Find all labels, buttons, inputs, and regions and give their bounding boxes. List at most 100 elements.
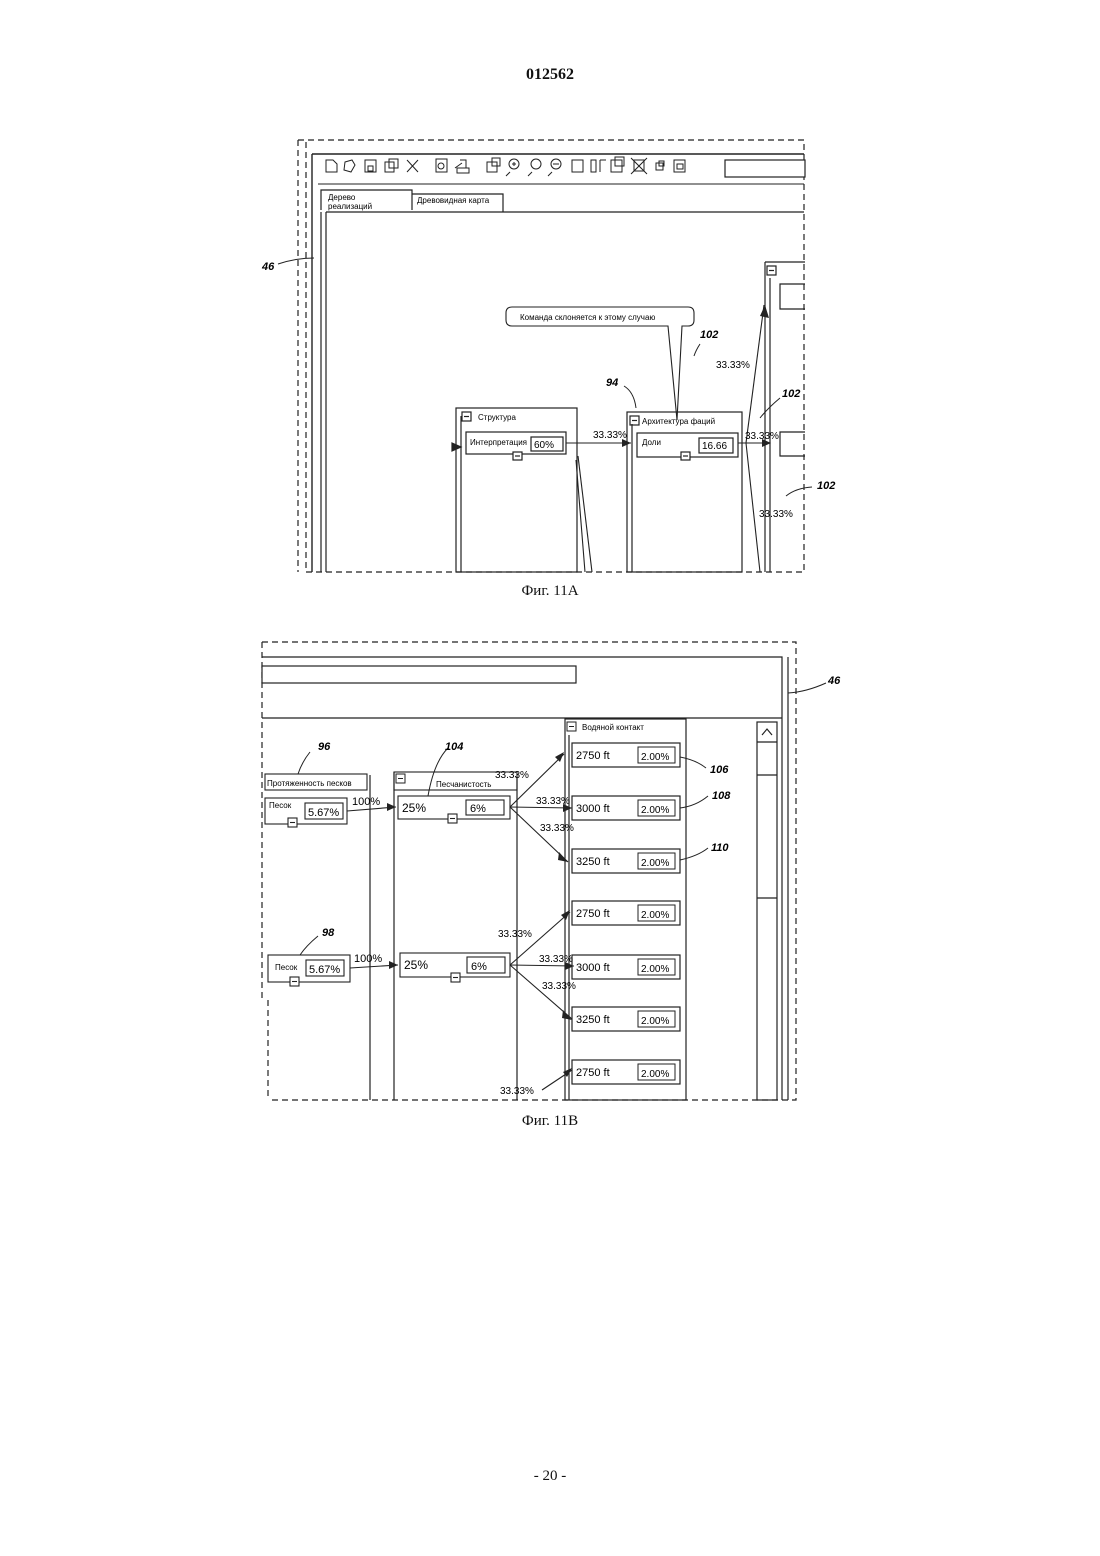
sandiness-pct[interactable]: 6% xyxy=(471,961,487,973)
figure-11b: Протяженность песков Песчанистость Водян… xyxy=(0,620,1100,1140)
fig-b-address-input xyxy=(262,666,576,683)
ref-numeral: 108 xyxy=(712,790,731,802)
sand-node-label: Песок xyxy=(269,801,292,810)
zoom-fit-icon xyxy=(528,159,541,176)
tab-tree-map[interactable]: Древовидная карта xyxy=(417,196,490,205)
ref-numeral: 106 xyxy=(710,764,729,776)
edge-label: 33.33% xyxy=(593,430,627,441)
print-preview-icon xyxy=(436,159,447,172)
ref-numeral: 104 xyxy=(445,741,463,753)
window-icon xyxy=(611,157,624,172)
edge-label: 33.33% xyxy=(716,360,750,371)
copy-icon xyxy=(656,161,664,170)
sand-extent-title: Протяженность песков xyxy=(267,779,352,788)
ref-numeral: 102 xyxy=(817,480,835,492)
save-all-icon xyxy=(385,159,398,172)
ref-numeral: 98 xyxy=(322,927,335,939)
contact-depth: 2750 ft xyxy=(576,750,610,762)
structure-node-title: Структура xyxy=(478,413,517,422)
structure-field-value[interactable]: 60% xyxy=(534,440,554,451)
fig-a-search-input xyxy=(725,160,805,177)
fig-b-scrollbar xyxy=(757,722,777,1100)
fig-a-toolbar xyxy=(326,157,685,176)
facies-node xyxy=(627,412,742,572)
split-view-icon xyxy=(591,160,606,172)
contact-node: 3250 ft 2.00% xyxy=(572,849,680,873)
facies-field-value[interactable]: 16.66 xyxy=(702,441,727,452)
contact-node: 3000 ft 2.00% xyxy=(572,955,680,979)
new-document-icon xyxy=(326,160,337,172)
contact-depth: 3000 ft xyxy=(576,962,610,974)
fig-b-dashed-boundary xyxy=(262,642,796,1100)
save-icon xyxy=(365,160,376,172)
callout-text: Команда склоняется к этому случаю xyxy=(520,313,655,322)
ref-numeral: 102 xyxy=(782,388,800,400)
water-contact-title: Водяной контакт xyxy=(582,723,644,732)
structure-field-label: Интерпретация xyxy=(470,438,527,447)
print-icon xyxy=(455,160,469,173)
edge-label: 33.33% xyxy=(500,1086,534,1097)
paste-icon xyxy=(674,160,685,172)
contact-node: 3000 ft 2.00% xyxy=(572,796,680,820)
contact-value[interactable]: 2.00% xyxy=(641,964,669,975)
facies-node-title: Архитектура фаций xyxy=(642,417,715,426)
zoom-in-icon xyxy=(506,159,519,176)
contact-node: 2750 ft 2.00% xyxy=(572,1060,680,1084)
expand-icon xyxy=(631,158,647,174)
sand-node-label: Песок xyxy=(275,963,298,972)
fig-b-window-frame xyxy=(262,657,788,1100)
contact-node: 2750 ft 2.00% xyxy=(572,901,680,925)
open-folder-icon xyxy=(344,160,355,172)
contact-node: 3250 ft 2.00% xyxy=(572,1007,680,1031)
contact-depth: 3000 ft xyxy=(576,803,610,815)
page-number: - 20 - xyxy=(0,1468,1100,1485)
ref-numeral: 46 xyxy=(827,675,841,687)
fig-a-right-column xyxy=(765,262,805,572)
contact-depth: 2750 ft xyxy=(576,1067,610,1079)
contact-value[interactable]: 2.00% xyxy=(641,858,669,869)
frame-icon xyxy=(572,160,583,172)
page-setup-icon xyxy=(487,158,500,172)
edge-label: 33.33% xyxy=(539,954,573,965)
sandiness-value: 25% xyxy=(404,958,428,972)
contact-node: 2750 ft 2.00% xyxy=(572,743,680,767)
figure-11a: Дерево реализаций Древовидная карта Кома… xyxy=(0,0,1100,610)
edge-label: 33.33% xyxy=(745,431,779,442)
edge-label: 33.33% xyxy=(542,981,576,992)
figure-11a-caption: Фиг. 11А xyxy=(0,583,1100,600)
edge-label: 100% xyxy=(354,953,382,965)
contact-depth: 3250 ft xyxy=(576,1014,610,1026)
zoom-out-icon xyxy=(548,159,561,176)
edge-label: 33.33% xyxy=(759,509,793,520)
callout-bubble xyxy=(506,307,694,420)
facies-field-label: Доли xyxy=(642,438,661,447)
tab-realization-tree-line2[interactable]: реализаций xyxy=(328,202,372,211)
sandiness-title: Песчанистость xyxy=(436,780,491,789)
edge-label: 33.33% xyxy=(540,823,574,834)
structure-node xyxy=(452,408,577,572)
fig-a-tabs xyxy=(321,190,804,572)
contact-value[interactable]: 2.00% xyxy=(641,752,669,763)
edge-label: 33.33% xyxy=(498,929,532,940)
contact-value[interactable]: 2.00% xyxy=(641,1069,669,1080)
edge-label: 33.33% xyxy=(495,770,529,781)
sandiness-value: 25% xyxy=(402,801,426,815)
contact-value[interactable]: 2.00% xyxy=(641,1016,669,1027)
tab-realization-tree-line1[interactable]: Дерево xyxy=(328,193,356,202)
contact-value[interactable]: 2.00% xyxy=(641,910,669,921)
ref-numeral: 110 xyxy=(711,842,729,854)
fig-a-dashed-boundary xyxy=(298,140,804,572)
edge-label: 33.33% xyxy=(536,796,570,807)
contact-depth: 2750 ft xyxy=(576,908,610,920)
edge-label: 100% xyxy=(352,796,380,808)
sand-node-value[interactable]: 5.67% xyxy=(309,964,340,976)
figure-11b-caption: Фиг. 11В xyxy=(0,1113,1100,1130)
sand-node-value[interactable]: 5.67% xyxy=(308,807,339,819)
sandiness-pct[interactable]: 6% xyxy=(470,803,486,815)
delete-icon xyxy=(407,160,418,172)
ref-numeral: 96 xyxy=(318,741,331,753)
contact-depth: 3250 ft xyxy=(576,856,610,868)
ref-numeral: 102 xyxy=(700,329,718,341)
ref-numeral: 94 xyxy=(606,377,618,389)
contact-value[interactable]: 2.00% xyxy=(641,805,669,816)
